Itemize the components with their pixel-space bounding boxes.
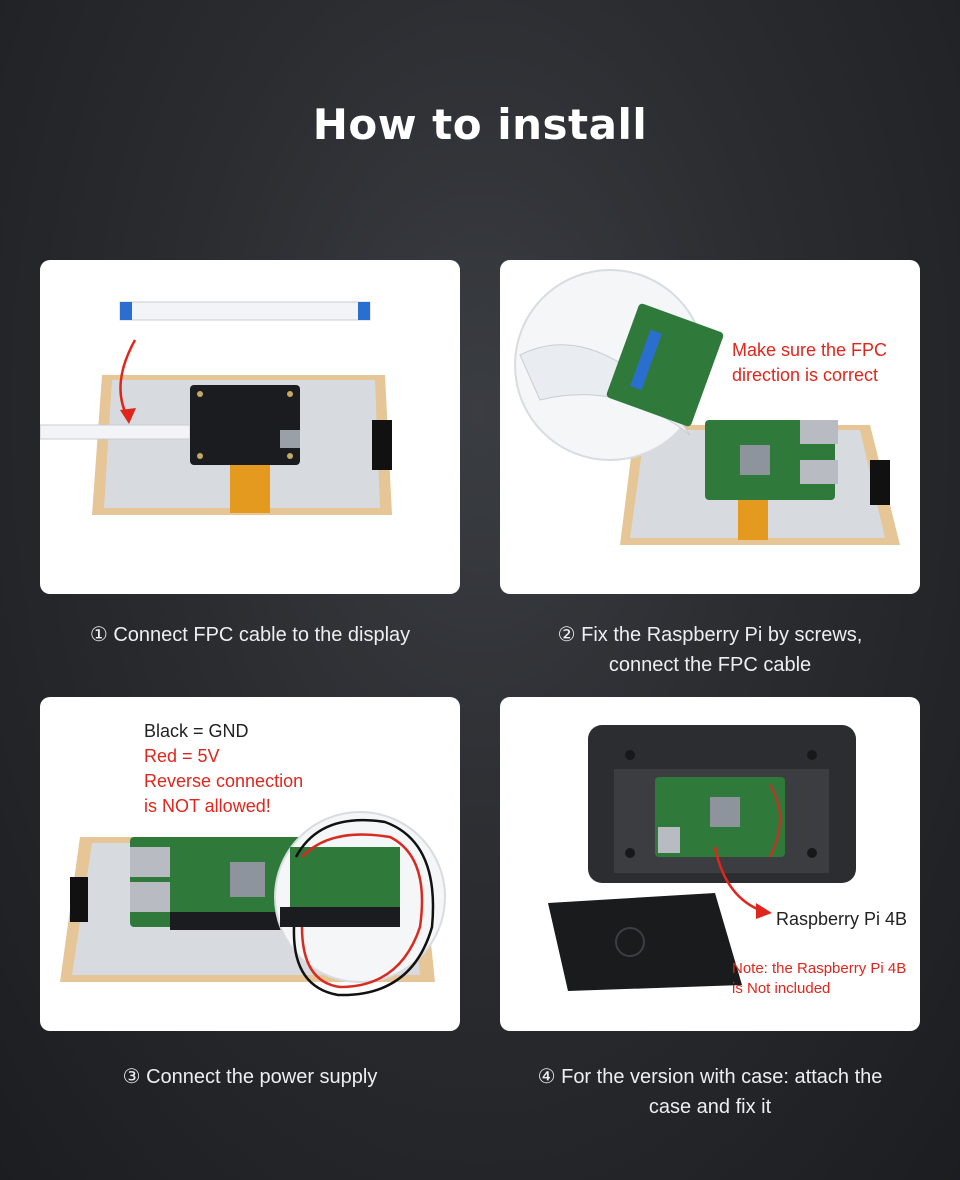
step-3-caption: ③ Connect the power supply [122,1066,378,1088]
step-4-card: Raspberry Pi 4B Note: the Raspberry Pi 4… [500,697,920,1031]
arrow-head-icon [756,903,772,919]
step-2-card: Make sure the FPC direction is correct [500,260,920,594]
arrow-head-icon [120,408,136,424]
usb-ports [130,847,170,877]
cover-logo-icon [615,927,645,957]
display-side-connector [372,420,392,470]
driver-board [190,385,300,465]
step-4-caption: ④ For the version with case: attach the … [537,1066,883,1118]
step-4-illustration [548,725,856,991]
display-fpc-flex [738,500,768,540]
not-included-note: Note: the Raspberry Pi 4B is Not include… [732,960,907,997]
usb-ports [800,420,838,444]
step-2-caption: ② Fix the Raspberry Pi by screws, connec… [557,624,863,676]
usb-port [280,430,300,448]
ethernet-port [130,882,170,912]
pi-label: Raspberry Pi 4B [776,909,908,929]
step-3-card: Black = GND Red = 5V Reverse connection … [40,697,460,1031]
warning-line-2: is NOT allowed! [144,796,271,816]
step-1-caption: ① Connect FPC cable to the display [89,624,411,646]
display-side-connector [870,460,890,505]
red-wire [300,833,424,989]
step-3-illustration [60,811,446,997]
usb-ports [658,827,680,853]
page-title: How to install [312,100,648,149]
display-fpc-flex [230,465,270,513]
legend-black: Black = GND [144,721,249,741]
driver-board-zoom [280,907,400,927]
ethernet-port [800,460,838,484]
fpc-cable [119,301,371,321]
step-2-illustration [514,269,900,545]
power-legend: Black = GND Red = 5V Reverse connection … [144,719,303,819]
display-side-connector [70,877,88,922]
step-1-card [40,260,460,594]
warning-line-1: Reverse connection [144,771,304,791]
pi-gpio-zoom [290,847,400,907]
fpc-connector-zoom [630,329,662,391]
fpc-cable-inserted [40,424,191,440]
fpc-cable-end [120,302,132,320]
raspberry-pi-zoom [606,303,724,427]
fpc-cable-end [358,302,370,320]
black-wire [292,818,435,997]
legend-red: Red = 5V [144,746,220,766]
arrow-icon [713,846,763,913]
soc-chip [740,445,770,475]
red-wire [769,784,781,858]
fpc-direction-annotation: Make sure the FPC direction is correct [732,340,888,385]
soc-chip [230,862,265,897]
step-1-illustration [40,301,392,515]
soc-chip [710,797,740,827]
